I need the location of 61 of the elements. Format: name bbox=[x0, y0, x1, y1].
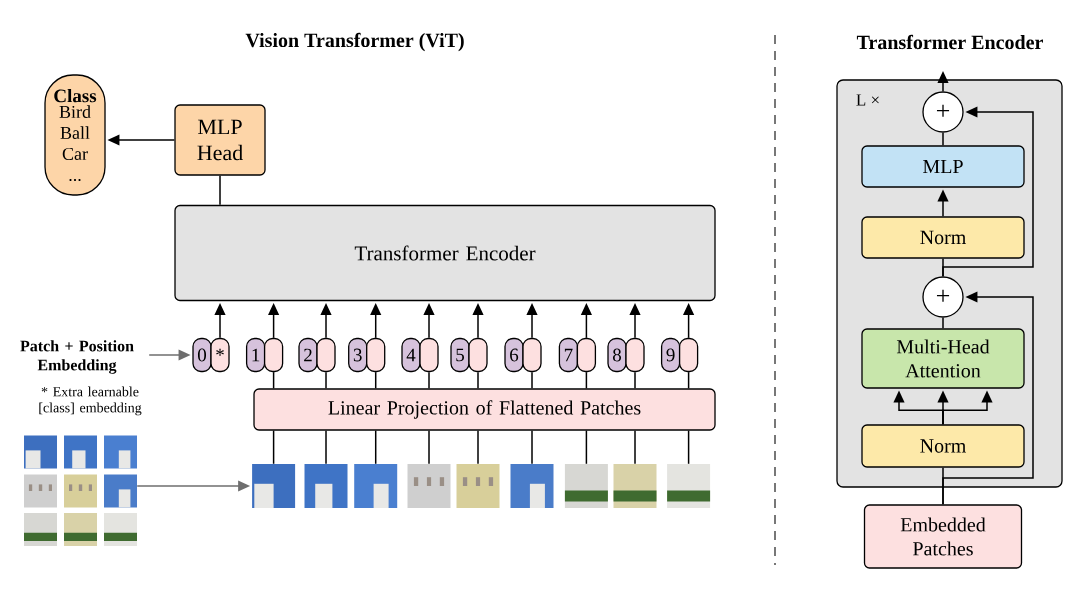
position-token: 3 bbox=[348, 337, 368, 373]
arrow bbox=[937, 189, 949, 218]
process-box: Norm bbox=[861, 216, 1025, 259]
position-token: 9 bbox=[660, 337, 681, 373]
position-token: 1 bbox=[245, 337, 266, 373]
patch-token bbox=[522, 337, 542, 373]
process-box: Multi-Head Attention bbox=[861, 328, 1025, 389]
process-box: Embedded Patches bbox=[863, 504, 1023, 569]
arrow bbox=[942, 291, 1034, 506]
position-token: 4 bbox=[401, 337, 421, 373]
arrow bbox=[472, 302, 484, 339]
patch-token bbox=[366, 337, 386, 373]
process-box: Norm bbox=[861, 424, 1025, 468]
arrow bbox=[629, 302, 641, 339]
position-token: 6 bbox=[504, 337, 524, 373]
image-patch bbox=[252, 464, 296, 508]
arrow bbox=[136, 480, 251, 492]
image-patch bbox=[510, 464, 554, 508]
position-token: 5 bbox=[450, 337, 470, 373]
arrow bbox=[683, 302, 695, 339]
arrow bbox=[320, 302, 332, 339]
arrow bbox=[268, 302, 280, 339]
patch-token bbox=[263, 337, 284, 373]
heading: Vision Transformer (ViT) bbox=[245, 32, 464, 52]
image-patch bbox=[354, 464, 398, 508]
encoder-box: Transformer Encoder bbox=[174, 204, 716, 302]
arrow bbox=[148, 349, 191, 361]
position-token: 2 bbox=[298, 337, 318, 373]
footnote: * Extra learnable [class] embedding bbox=[39, 386, 142, 416]
patch-token bbox=[419, 337, 439, 373]
arrow bbox=[526, 302, 538, 339]
arrow bbox=[580, 302, 592, 339]
arrow bbox=[214, 302, 226, 339]
arrow bbox=[423, 302, 435, 339]
image-patch bbox=[407, 464, 451, 508]
position-token: 0 bbox=[192, 337, 212, 373]
image-patch bbox=[456, 464, 500, 508]
arrow bbox=[942, 106, 1034, 278]
arrow bbox=[937, 71, 949, 93]
process-box: Linear Projection of Flattened Patches bbox=[253, 388, 716, 431]
position-token: 7 bbox=[558, 337, 579, 373]
side-label: Patch + Position Embedding bbox=[20, 340, 134, 374]
image-patch bbox=[304, 464, 348, 508]
image-patch bbox=[564, 464, 608, 508]
patch-token bbox=[316, 337, 336, 373]
image-patch bbox=[667, 464, 711, 508]
process-box: MLP bbox=[861, 145, 1025, 188]
process-box: MLP Head bbox=[174, 104, 266, 176]
patch-token bbox=[625, 337, 645, 373]
patch-token bbox=[468, 337, 488, 373]
position-token: 8 bbox=[607, 337, 627, 373]
output-pill: Class Bird Ball Car ... bbox=[44, 74, 106, 196]
patch-token bbox=[576, 337, 597, 373]
image-patch bbox=[613, 464, 657, 508]
patch-token: * bbox=[210, 337, 230, 373]
patch-token bbox=[678, 337, 699, 373]
heading: Transformer Encoder bbox=[856, 34, 1043, 50]
arrow bbox=[107, 134, 176, 146]
image-grid-drawing bbox=[24, 435, 137, 546]
arrow bbox=[942, 390, 993, 426]
arrow bbox=[370, 302, 382, 339]
